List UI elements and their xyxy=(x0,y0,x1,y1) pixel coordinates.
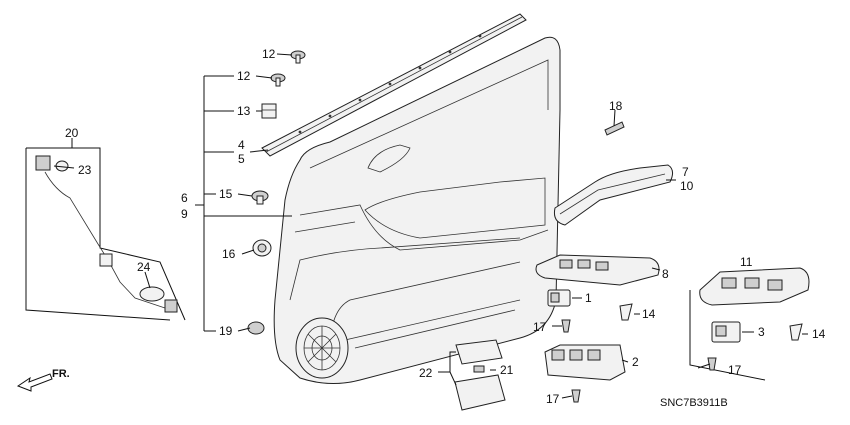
clip-14-b xyxy=(789,323,803,341)
screw-17-c xyxy=(707,357,717,371)
callout-1: 1 xyxy=(585,291,592,305)
clip-13 xyxy=(261,103,277,119)
callout-24: 24 xyxy=(137,260,151,274)
callout-17-a: 17 xyxy=(533,320,547,334)
weatherstrip xyxy=(261,13,527,157)
switch-3 xyxy=(711,321,741,343)
callout-20: 20 xyxy=(65,126,79,140)
callout-12-upper: 12 xyxy=(262,47,276,61)
callout-4: 4 xyxy=(238,138,245,152)
callout-11: 11 xyxy=(740,255,753,269)
callout-10: 10 xyxy=(680,179,694,193)
bracket-22 xyxy=(454,339,506,411)
switch-panel-8 xyxy=(535,254,660,286)
clip-15 xyxy=(251,190,269,205)
callout-12-lower: 12 xyxy=(237,69,251,83)
callout-3: 3 xyxy=(758,325,765,339)
clip-12-lower xyxy=(270,73,286,87)
clip-19 xyxy=(247,321,265,335)
callout-13: 13 xyxy=(237,104,251,118)
callout-17-c: 17 xyxy=(728,363,742,377)
callout-labels: 12 12 13 4 5 6 9 15 16 19 18 7 10 8 11 1… xyxy=(65,47,826,406)
screw-17-b xyxy=(571,389,581,403)
grommet-16 xyxy=(252,239,272,257)
screw-17-a xyxy=(561,319,571,333)
callout-16: 16 xyxy=(222,247,236,261)
callout-5: 5 xyxy=(238,152,245,166)
front-direction-label: FR. xyxy=(52,368,70,380)
switch-2 xyxy=(544,344,626,381)
callout-6: 6 xyxy=(181,191,188,205)
harness-20 xyxy=(25,147,186,321)
callout-2: 2 xyxy=(632,355,639,369)
callout-7: 7 xyxy=(682,165,689,179)
door-trim-panel xyxy=(273,36,561,384)
leader-lines xyxy=(53,53,808,399)
callout-15: 15 xyxy=(219,187,233,201)
clip-12-upper xyxy=(290,50,306,64)
callout-17-b: 17 xyxy=(546,392,560,406)
callout-22: 22 xyxy=(419,366,433,380)
clip-14-a xyxy=(619,303,633,321)
front-direction-indicator: FR. xyxy=(16,368,70,392)
callout-21: 21 xyxy=(500,363,514,377)
callout-14-b: 14 xyxy=(812,327,826,341)
callout-9: 9 xyxy=(181,207,188,221)
armrest-cover xyxy=(554,164,674,226)
switch-panel-11 xyxy=(699,267,810,306)
switch-1 xyxy=(547,289,571,307)
bracket-11 xyxy=(689,290,766,381)
callout-23: 23 xyxy=(78,163,92,177)
callout-19: 19 xyxy=(219,324,233,338)
diagram-reference-code: SNC7B3911B xyxy=(660,397,728,409)
callout-8: 8 xyxy=(662,267,669,281)
callout-14-a: 14 xyxy=(642,307,656,321)
screw-18 xyxy=(604,121,625,136)
front-arrow-icon xyxy=(16,373,53,392)
callout-18: 18 xyxy=(609,99,623,113)
